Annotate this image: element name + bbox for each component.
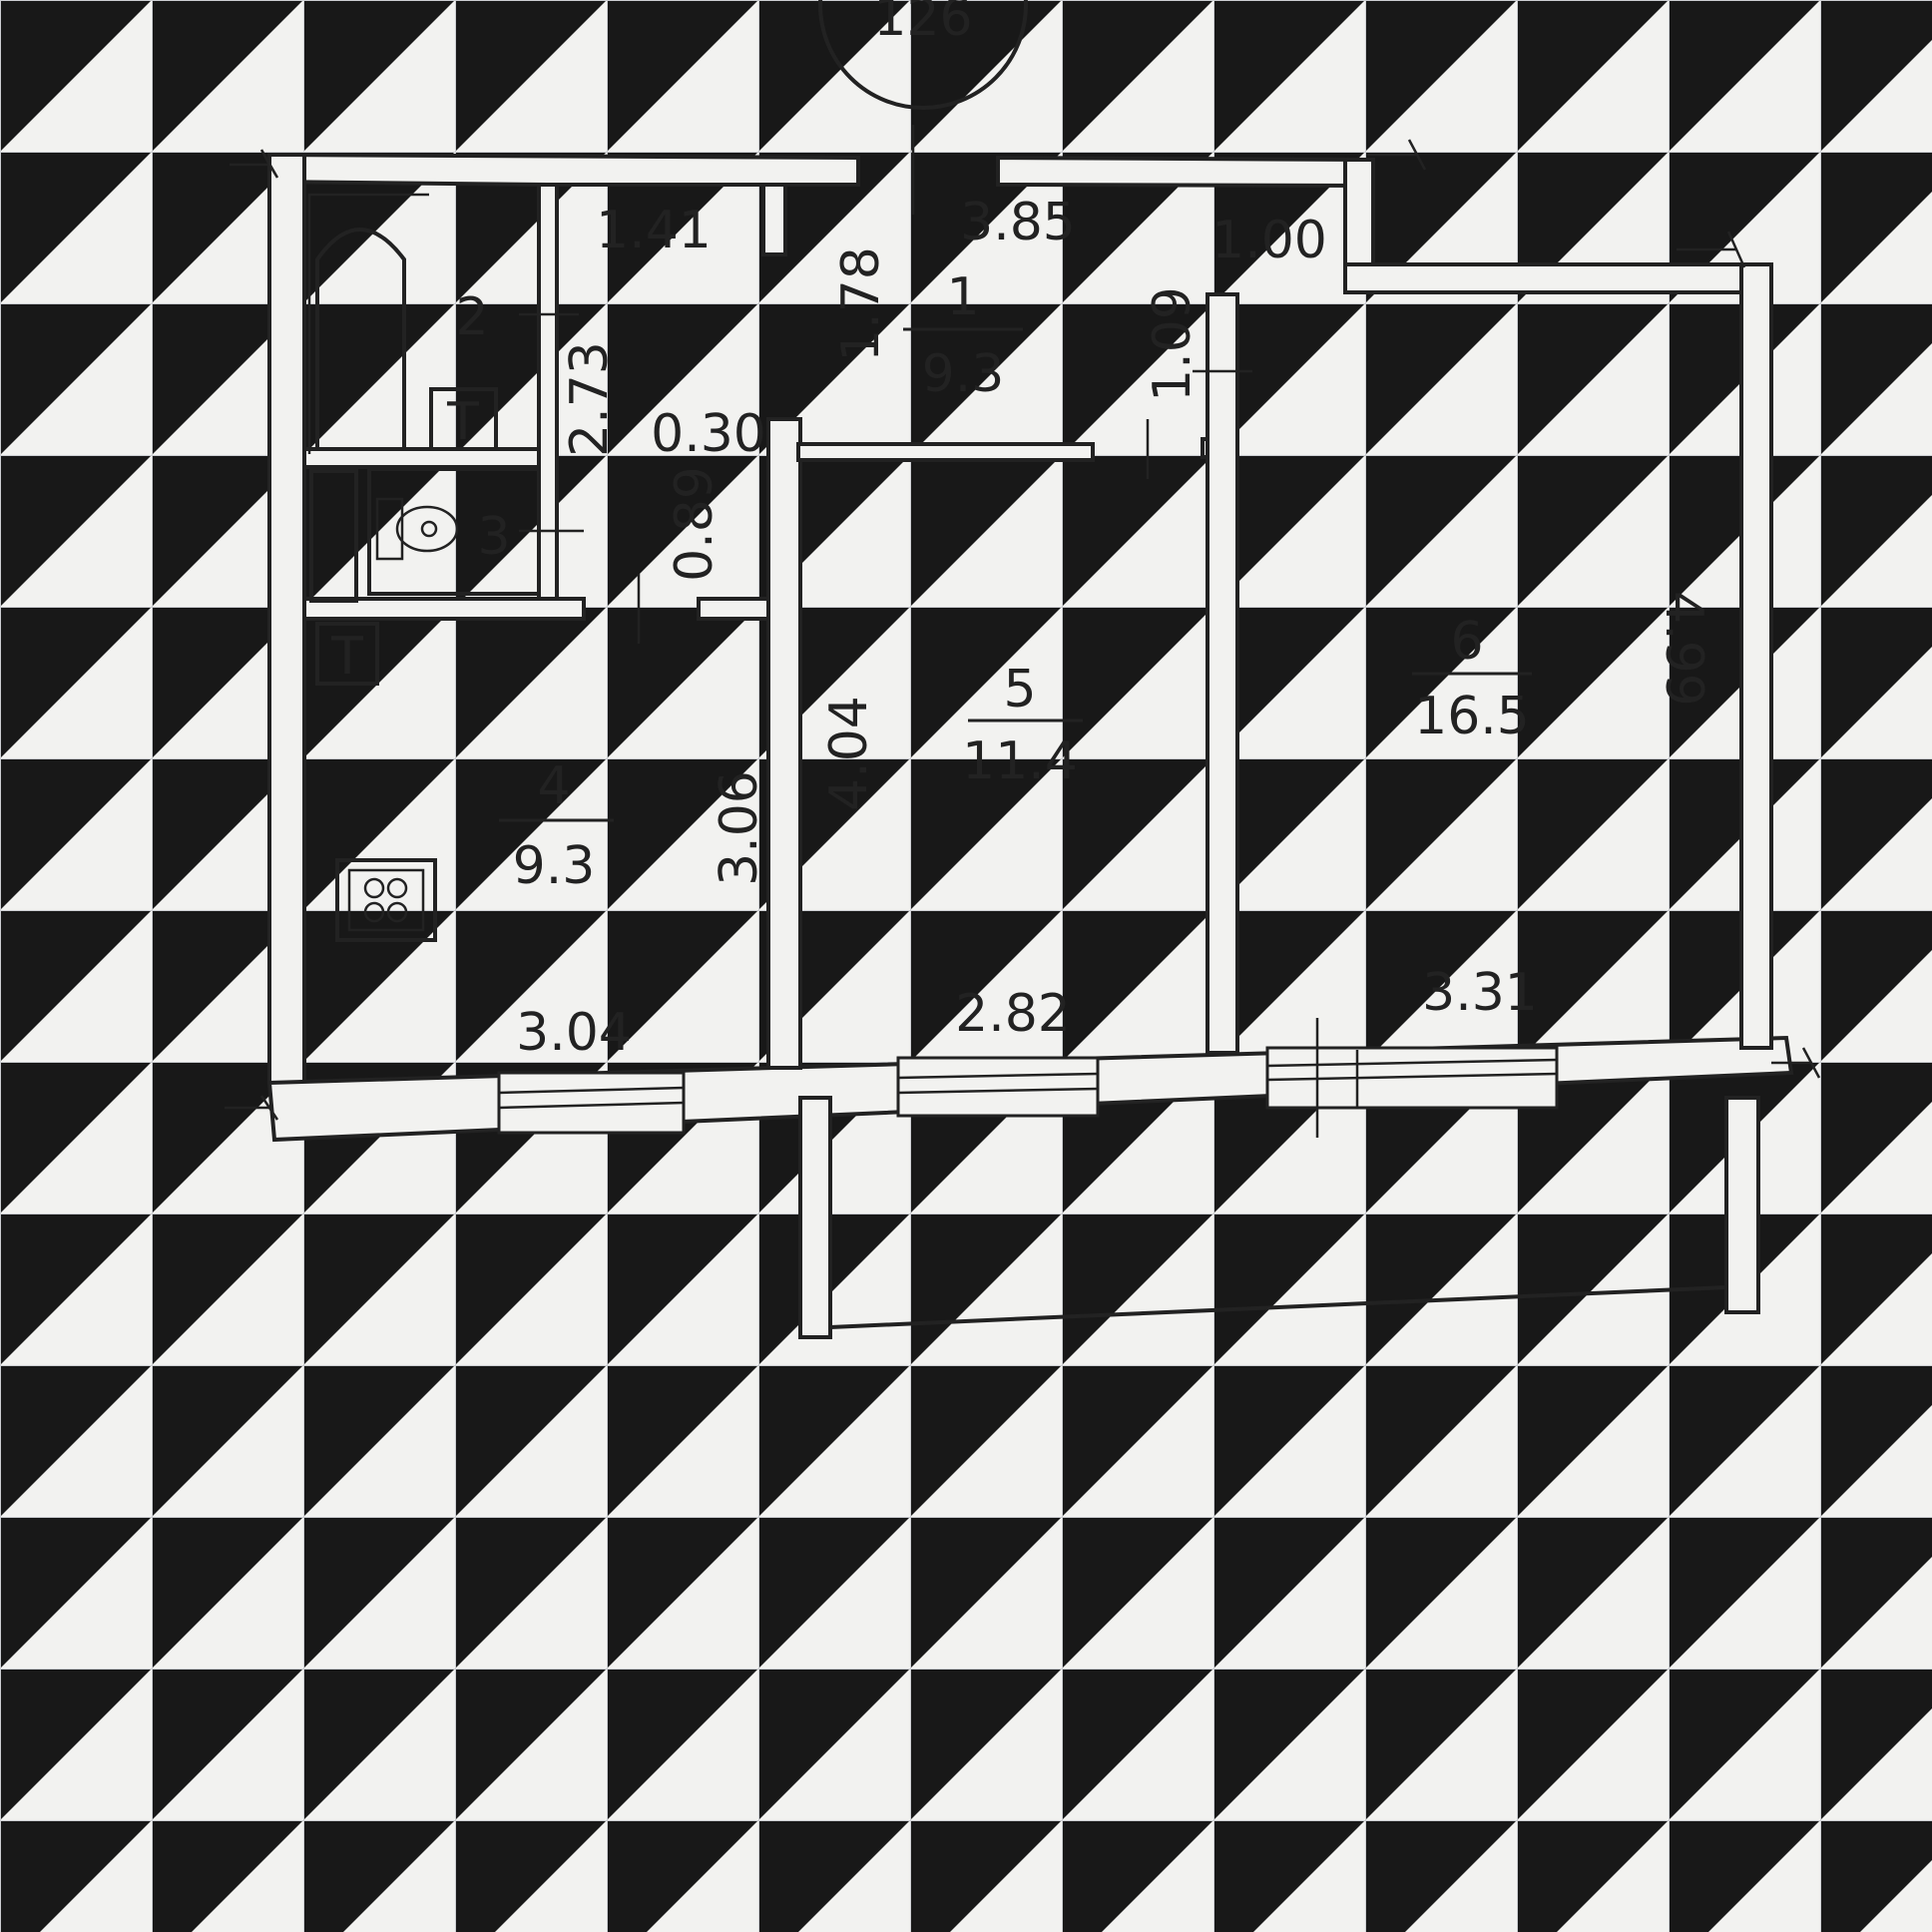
shaft-icon	[309, 469, 358, 603]
dimension-labels: 1.41 3.85 1.00 1.78 1.09 2.73 0.30 0.89 …	[516, 193, 1713, 1063]
windows	[497, 1046, 1559, 1135]
room-label-3: 3	[477, 507, 510, 567]
room-label-4: 4 9.3	[499, 756, 614, 896]
dim-label: 1.41	[596, 201, 712, 260]
toilet-icon	[367, 467, 541, 596]
dim-label: 3.04	[516, 1003, 632, 1063]
dim-label: 4.99	[1654, 591, 1713, 707]
dim-label: 4.04	[819, 696, 879, 811]
room-area: 11.4	[962, 731, 1078, 791]
water-heater-icon: Т	[429, 387, 498, 452]
stove-icon	[335, 858, 437, 942]
room-label-5: 5 11.4	[962, 660, 1083, 791]
dim-label: 0.89	[665, 466, 724, 582]
room-label-2: 2	[455, 287, 488, 347]
dim-label: 3.06	[710, 770, 769, 886]
dim-label: 2.73	[560, 341, 620, 457]
sheet-number: 126	[873, 0, 972, 48]
water-heater-label: Т	[446, 392, 479, 452]
sheet-number-badge: 126	[818, 0, 1028, 110]
dim-label: 1.09	[1143, 286, 1203, 402]
dim-label: 2.82	[955, 984, 1071, 1044]
room-number: 5	[1003, 660, 1036, 720]
dim-label: 1.00	[1211, 211, 1327, 270]
heater-label: Т	[330, 627, 363, 687]
dimension-marks	[225, 125, 1821, 1138]
room-label-1: 1 9.3	[903, 267, 1023, 404]
bathtub-icon	[307, 193, 429, 454]
dim-label: 3.31	[1422, 963, 1538, 1023]
dim-label: 0.30	[651, 404, 766, 464]
room-number: 1	[946, 267, 979, 327]
heater-icon: Т	[315, 622, 379, 687]
room-number: 6	[1450, 612, 1483, 672]
dim-label: 3.85	[960, 193, 1076, 252]
dim-label: 1.78	[831, 246, 891, 362]
room-area: 9.3	[513, 836, 596, 896]
room-area: 16.5	[1414, 687, 1530, 746]
room-area: 9.3	[922, 344, 1005, 404]
room-label-6: 6 16.5	[1412, 612, 1532, 746]
room-number: 4	[537, 756, 570, 816]
